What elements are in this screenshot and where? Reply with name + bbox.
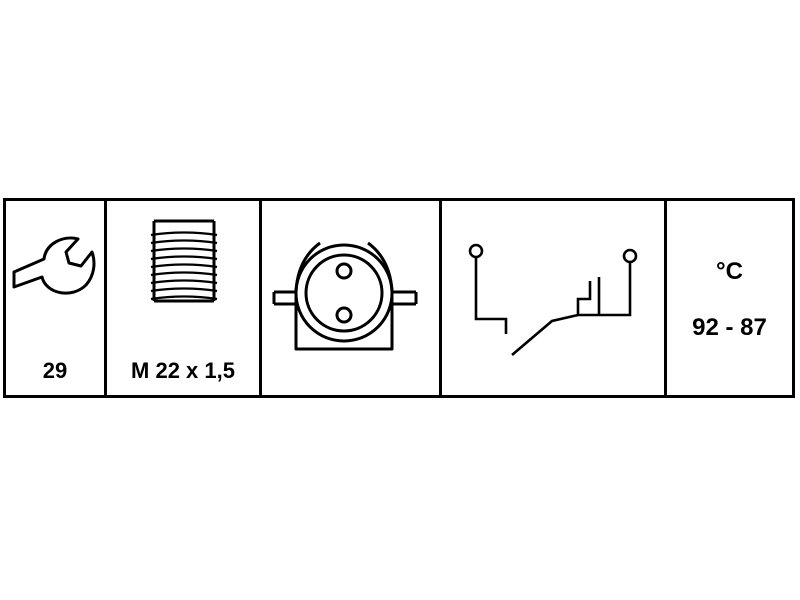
thread-bolt-icon <box>150 219 218 307</box>
switch-circuit-icon <box>468 243 638 356</box>
circuit-cell <box>442 201 667 395</box>
thread-size-cell: M 22 x 1,5 <box>107 201 262 395</box>
connector-cell <box>262 201 442 395</box>
wrench-icon <box>12 236 96 295</box>
two-pin-connector-icon <box>272 241 418 351</box>
wrench-size-label: 29 <box>42 358 68 383</box>
spec-strip: 29 M 22 x 1,5 <box>3 198 795 398</box>
temperature-cell: °C 92 - 87 <box>667 201 792 395</box>
temperature-range: 92 - 87 <box>692 314 767 341</box>
temperature-unit: °C <box>716 258 743 285</box>
wrench-size-cell: 29 <box>6 201 107 395</box>
thread-size-label: M 22 x 1,5 <box>131 358 235 383</box>
